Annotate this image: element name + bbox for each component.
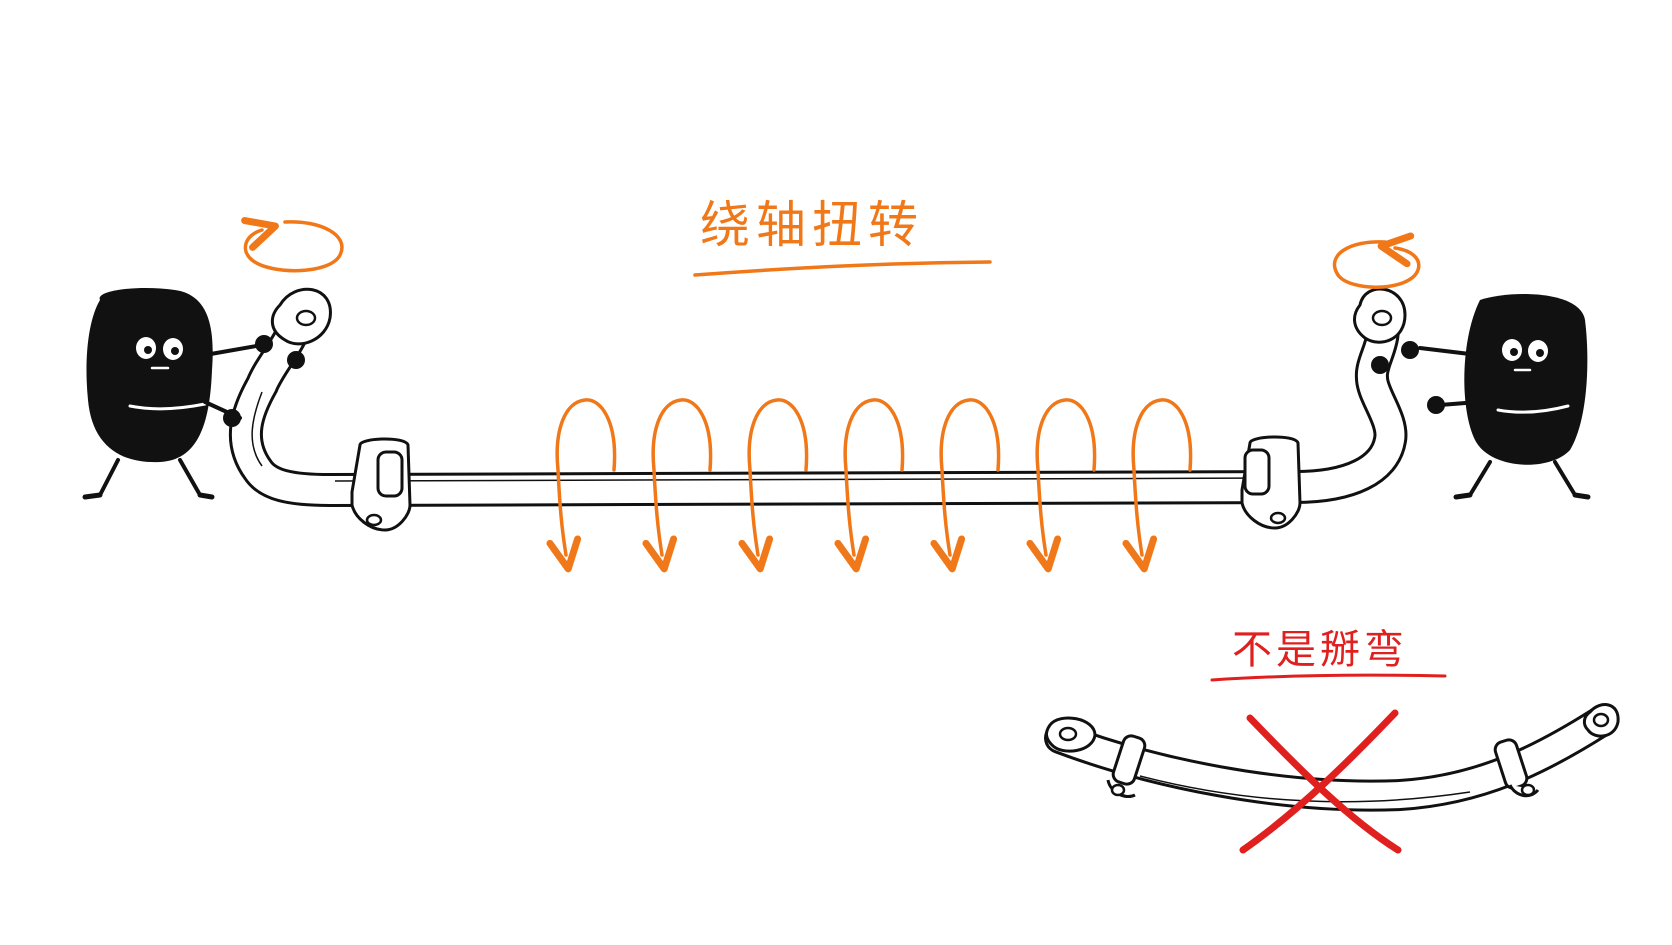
twist-arrows-group xyxy=(546,398,1193,573)
right-bracket xyxy=(1240,435,1302,530)
left-bracket xyxy=(350,437,412,532)
downward-curved-arrow-icon xyxy=(834,398,905,573)
twist-label-underline xyxy=(693,260,992,277)
right-end-eye xyxy=(1353,287,1407,344)
not-bend-label-underline xyxy=(1210,673,1447,682)
stabilizer-bar xyxy=(228,298,1408,507)
downward-curved-arrow-icon xyxy=(930,398,1001,573)
downward-curved-arrow-icon xyxy=(546,398,617,573)
twist-label: 绕轴扭转 xyxy=(700,196,924,254)
right-character xyxy=(1371,294,1591,500)
x-mark-icon xyxy=(1239,709,1402,854)
downward-curved-arrow-icon xyxy=(1122,398,1193,573)
counterclockwise-arrow-icon xyxy=(241,217,344,273)
downward-curved-arrow-icon xyxy=(1026,398,1097,573)
left-character xyxy=(82,288,305,500)
left-end-eye xyxy=(270,287,332,346)
downward-curved-arrow-icon xyxy=(642,398,713,573)
clockwise-arrow-icon xyxy=(1332,232,1421,289)
downward-curved-arrow-icon xyxy=(738,398,809,573)
not-bend-label: 不是掰弯 xyxy=(1232,627,1408,673)
bent-bar xyxy=(1044,703,1620,812)
